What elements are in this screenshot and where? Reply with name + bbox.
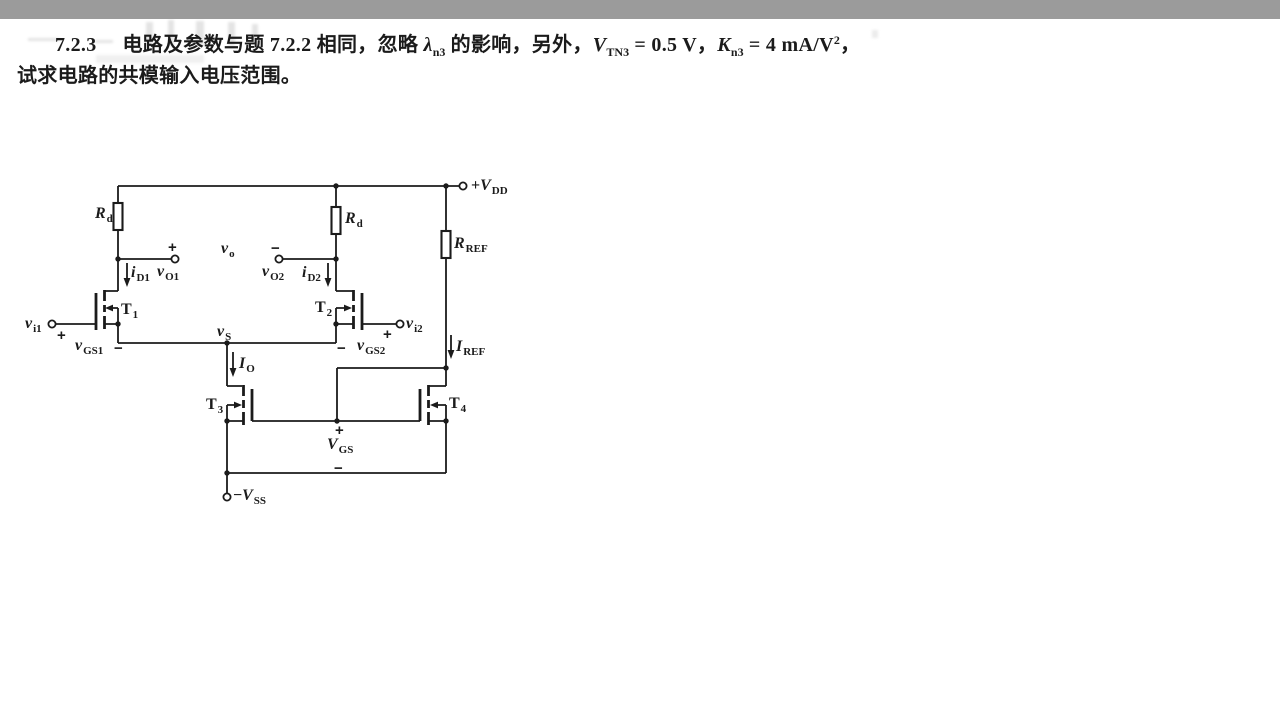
label-id1: iD1: [131, 264, 150, 284]
problem-number: 7.2.3: [55, 34, 97, 56]
terminal-vi2: [395, 319, 405, 329]
statement-text-1: 电路及参数与题 7.2.2 相同，忽略: [122, 34, 424, 56]
terminal-vo1: [170, 254, 180, 264]
junction-dot: [115, 256, 121, 262]
label-iref: IREF: [456, 338, 486, 358]
wire-rd2-branch: [283, 186, 353, 292]
top-gray-bar: [0, 0, 1280, 19]
label-vgs: VGS: [327, 436, 354, 456]
t1-bulk-arrow: [105, 304, 113, 312]
label-vgs2: vGS2: [357, 337, 386, 357]
statement-text-2: 的影响，另外，: [445, 34, 593, 56]
sign-vgs1-plus: +: [57, 327, 66, 344]
scan-artifact: [95, 40, 113, 43]
sign-vgs-plus: +: [335, 422, 344, 439]
terminal-vi1: [47, 319, 57, 329]
junction-dot: [333, 256, 339, 262]
label-vo1: vO1: [157, 263, 180, 283]
scan-artifact: [252, 24, 258, 44]
scan-artifact: [96, 55, 204, 63]
junction-dot: [443, 418, 449, 424]
sign-vgs-minus: −: [334, 460, 343, 477]
resistor-rd2: [330, 205, 342, 236]
id2-arrow-head: [324, 278, 332, 287]
junction-dot: [224, 418, 230, 424]
sign-vo1-plus: +: [168, 239, 177, 256]
terminal-vdd: [458, 181, 468, 191]
label-vss: −VSS: [233, 487, 267, 507]
junction-dot: [224, 470, 230, 476]
resistor-rref: [440, 229, 452, 260]
io-arrow-head: [229, 368, 237, 377]
label-id2: iD2: [302, 264, 321, 284]
label-t4: T4: [449, 395, 467, 415]
kn3-value: = 4 mA/V: [743, 34, 834, 56]
scan-artifact: [168, 20, 174, 46]
kn3-symbol: K: [717, 34, 731, 56]
scan-artifact: [872, 30, 878, 38]
wire-vs-to-t3: [226, 343, 242, 387]
sign-vo2-minus: −: [271, 240, 280, 257]
scan-artifact: [28, 38, 60, 41]
t2-bulk-arrow: [344, 304, 352, 312]
vtn3-value: = 0.5 V，: [629, 34, 718, 56]
label-vo2: vO2: [262, 263, 285, 283]
iref-arrow-head: [447, 350, 455, 359]
sign-vgs2-plus: +: [383, 326, 392, 343]
id1-arrow-head: [123, 278, 131, 287]
statement-line-2: 试求电路的共模输入电压范围。: [17, 65, 302, 87]
junction-dot: [224, 340, 230, 346]
wire-gate-rail: [252, 367, 446, 422]
label-vs: vS: [217, 323, 232, 343]
label-io: IO: [239, 355, 255, 375]
label-vgs1: vGS1: [75, 337, 104, 357]
label-t1: T1: [121, 301, 139, 321]
junction-dot: [333, 183, 339, 189]
junction-dot: [115, 321, 121, 327]
sign-vgs1-minus: −: [114, 340, 123, 357]
junction-dot: [443, 365, 449, 371]
resistor-rd1: [112, 201, 124, 232]
label-vdd: +VDD: [471, 177, 508, 197]
label-vi1: vi1: [25, 315, 42, 335]
t4-bulk-arrow: [430, 401, 438, 409]
scan-artifact: [196, 21, 204, 46]
label-vi2: vi2: [406, 315, 423, 335]
terminal-vss: [222, 492, 232, 502]
wire-t2-bulk-source: [335, 307, 353, 343]
wire-t1-bulk-source: [105, 307, 119, 343]
wire-rref-branch: [428, 186, 447, 387]
label-vo: vo: [221, 240, 235, 260]
junction-dot: [443, 183, 449, 189]
label-rref: RREF: [454, 235, 488, 255]
wire-vss-rail: [226, 472, 446, 493]
junction-dot: [333, 321, 339, 327]
label-t2: T2: [315, 299, 333, 319]
label-t3: T3: [206, 396, 224, 416]
lambda-symbol: λ: [423, 34, 433, 56]
label-rd2: Rd: [345, 210, 363, 230]
wire-t4-bulk-source: [428, 404, 447, 473]
terminal-vo2: [274, 254, 284, 264]
t3-bulk-arrow: [234, 401, 242, 409]
sign-vgs2-minus: −: [337, 340, 346, 357]
junction-dot: [334, 418, 340, 424]
label-rd1: Rd: [95, 205, 113, 225]
wire-t3-bulk-source: [226, 404, 243, 473]
vtn3-symbol: V: [592, 34, 607, 56]
scan-artifact: [228, 22, 235, 46]
scan-artifact: [146, 22, 153, 46]
